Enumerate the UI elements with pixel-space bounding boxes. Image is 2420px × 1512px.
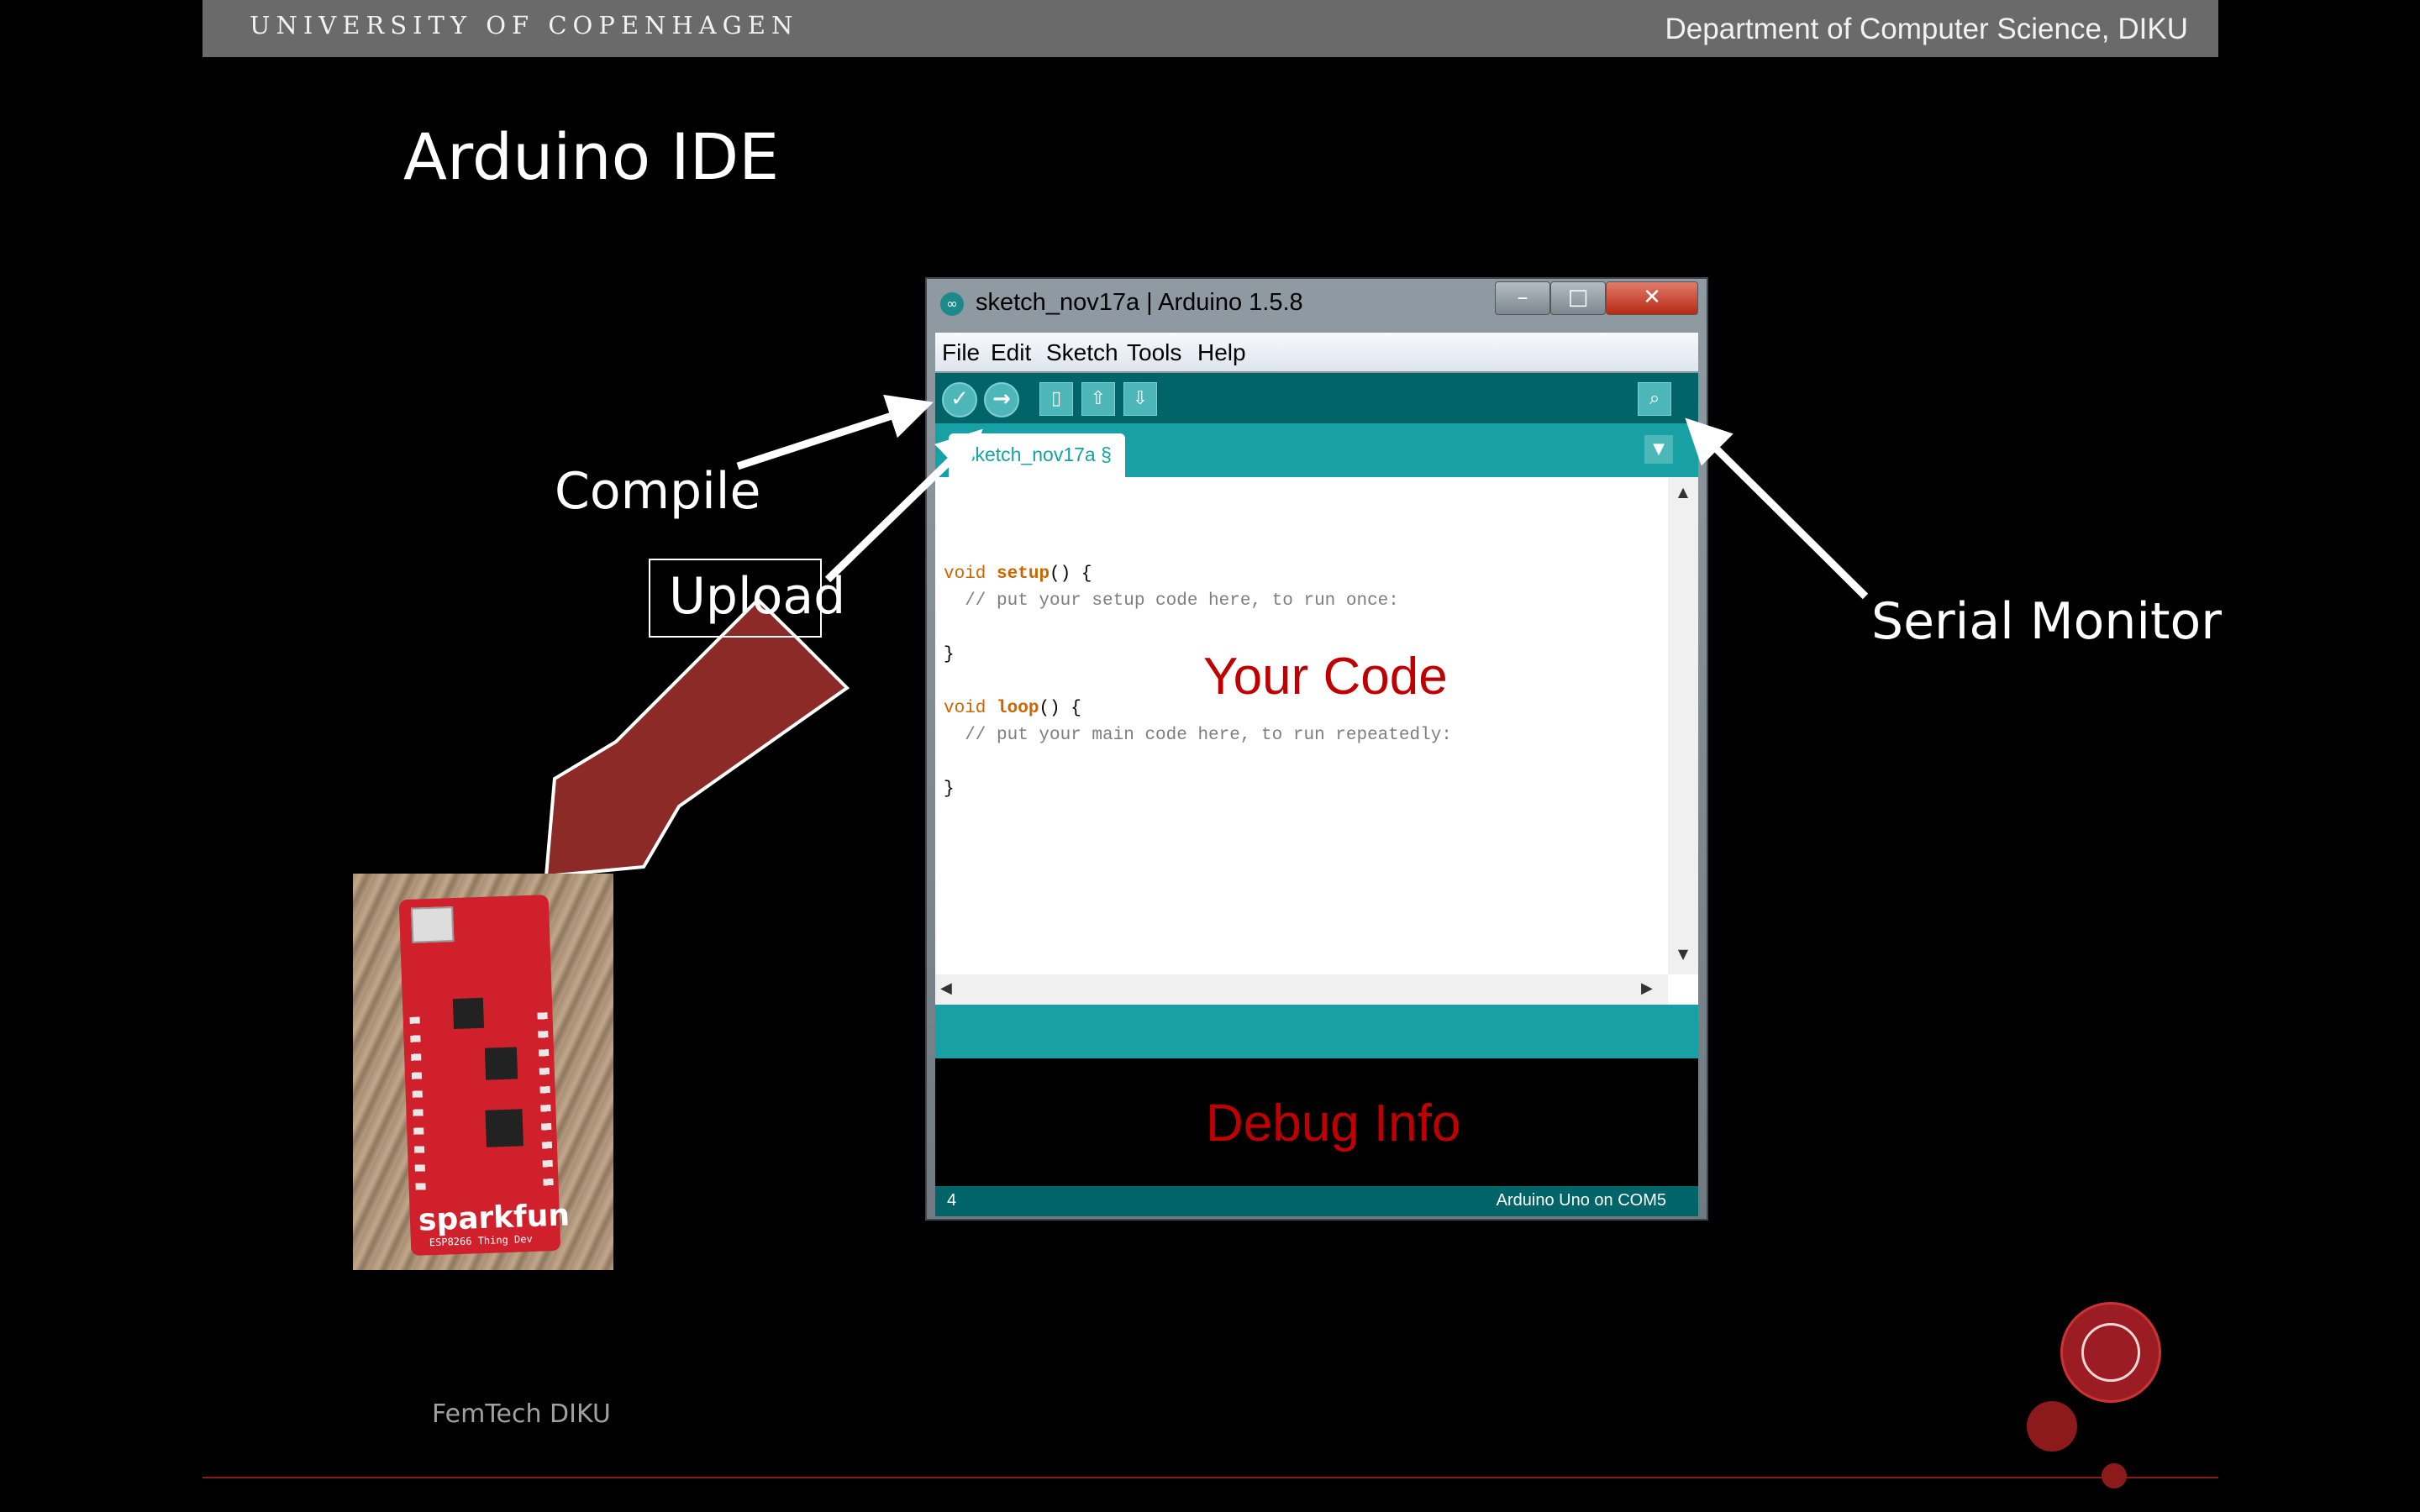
scroll-up-icon[interactable]: ▲ [1677, 484, 1689, 500]
code-punct: } [944, 780, 955, 799]
line-number: 4 [947, 1191, 957, 1210]
scroll-down-icon[interactable]: ▼ [1677, 946, 1689, 962]
console-output [935, 1058, 1698, 1186]
serial-monitor-button[interactable]: ⌕ [1638, 382, 1671, 416]
footer-text: FemTech DIKU [432, 1399, 611, 1429]
ide-status-bar: 4 Arduino Uno on COM5 [935, 1186, 1698, 1216]
compile-label: Compile [555, 462, 761, 521]
verify-button[interactable]: ✓ [942, 382, 977, 417]
magnifier-icon: ⌕ [1649, 388, 1660, 409]
open-button[interactable]: ⇧ [1081, 382, 1115, 416]
chip [484, 1047, 518, 1080]
menubar: File Edit Sketch Tools Help [935, 333, 1698, 371]
tab-menu-button[interactable]: ▼ [1644, 435, 1673, 464]
header-bar [203, 0, 2218, 57]
arduino-logo-icon: ∞ [940, 292, 964, 316]
menu-help[interactable]: Help [1197, 339, 1246, 365]
arrow-right-icon: → [992, 386, 1011, 412]
new-button[interactable]: ▯ [1039, 382, 1073, 416]
code-editor[interactable]: void setup() { // put your setup code he… [935, 477, 1698, 1005]
university-name: UNIVERSITY OF COPENHAGEN [250, 11, 799, 39]
code-keyword: void [944, 564, 986, 584]
your-code-label: Your Code [1203, 648, 1448, 706]
serial-monitor-label: Serial Monitor [1871, 592, 2222, 651]
debug-info-label: Debug Info [1206, 1095, 1461, 1152]
upload-arrow-pointer [824, 428, 983, 583]
decorative-dot [2027, 1401, 2077, 1452]
upload-button[interactable]: → [984, 382, 1019, 417]
scroll-right-icon[interactable]: ▶ [1641, 979, 1653, 997]
chip [485, 1109, 523, 1147]
window-titlebar[interactable]: ∞ sketch_nov17a | Arduino 1.5.8 – □ ✕ [927, 279, 1707, 329]
slide-title: Arduino IDE [403, 119, 780, 194]
code-comment: // put your main code here, to run repea… [944, 726, 1452, 745]
horizontal-scrollbar[interactable]: ◀ ▶ [935, 974, 1668, 1005]
board-info: Arduino Uno on COM5 [1496, 1191, 1666, 1210]
department-name: Department of Computer Science, DIKU [1665, 13, 2188, 45]
code-comment: // put your setup code here, to run once… [944, 591, 1399, 611]
code-function: loop [997, 699, 1039, 718]
chevron-down-icon: ▼ [1653, 440, 1665, 458]
code-punct: } [944, 645, 955, 664]
menu-edit[interactable]: Edit [991, 339, 1032, 365]
university-seal-icon [2060, 1302, 2161, 1403]
code-punct: () { [1039, 699, 1081, 718]
board-model: ESP8266 Thing Dev [429, 1232, 533, 1249]
upload-label: Upload [669, 567, 846, 626]
serial-monitor-arrow [1685, 417, 1869, 600]
pin-header-left [409, 1016, 426, 1194]
save-button[interactable]: ⇩ [1123, 382, 1157, 416]
vertical-scrollbar[interactable]: ▲ ▼ [1668, 477, 1698, 974]
tab-label: sketch_nov17a § [965, 444, 1112, 465]
ide-window: ∞ sketch_nov17a | Arduino 1.5.8 – □ ✕ Fi… [925, 277, 1708, 1221]
code-function: setup [997, 564, 1050, 584]
menu-sketch[interactable]: Sketch [1046, 339, 1118, 365]
message-bar [935, 1005, 1698, 1058]
code-punct: () { [1050, 564, 1092, 584]
board-brand: sparkfun [418, 1198, 571, 1238]
upload-to-board-arrow [544, 597, 850, 879]
window-title: sketch_nov17a | Arduino 1.5.8 [976, 289, 1303, 316]
arrow-up-icon: ⇧ [1090, 388, 1107, 409]
document-icon: ▯ [1050, 388, 1062, 409]
footer-line [203, 1477, 2218, 1478]
code-text[interactable]: void setup() { // put your setup code he… [944, 561, 1452, 803]
pin-header-right [537, 1012, 554, 1189]
minimize-button[interactable]: – [1495, 281, 1550, 315]
seal-inner-ring [2081, 1323, 2140, 1382]
upload-label-box [649, 559, 822, 638]
close-button[interactable]: ✕ [1606, 281, 1698, 315]
pcb-board: sparkfun ESP8266 Thing Dev [398, 895, 571, 1256]
maximize-button[interactable]: □ [1550, 281, 1606, 315]
code-keyword: void [944, 699, 986, 718]
usb-connector [410, 906, 455, 943]
menu-file[interactable]: File [942, 339, 981, 365]
menu-tools[interactable]: Tools [1127, 339, 1182, 365]
chip [452, 997, 485, 1030]
check-icon: ✓ [950, 386, 969, 412]
scroll-left-icon[interactable]: ◀ [940, 979, 952, 997]
toolbar: ✓ → ▯ ⇧ ⇩ ⌕ [935, 373, 1698, 423]
board-photo: sparkfun ESP8266 Thing Dev [353, 874, 613, 1270]
decorative-dot [2102, 1463, 2127, 1488]
compile-arrow [736, 394, 934, 470]
arrow-down-icon: ⇩ [1132, 388, 1149, 409]
